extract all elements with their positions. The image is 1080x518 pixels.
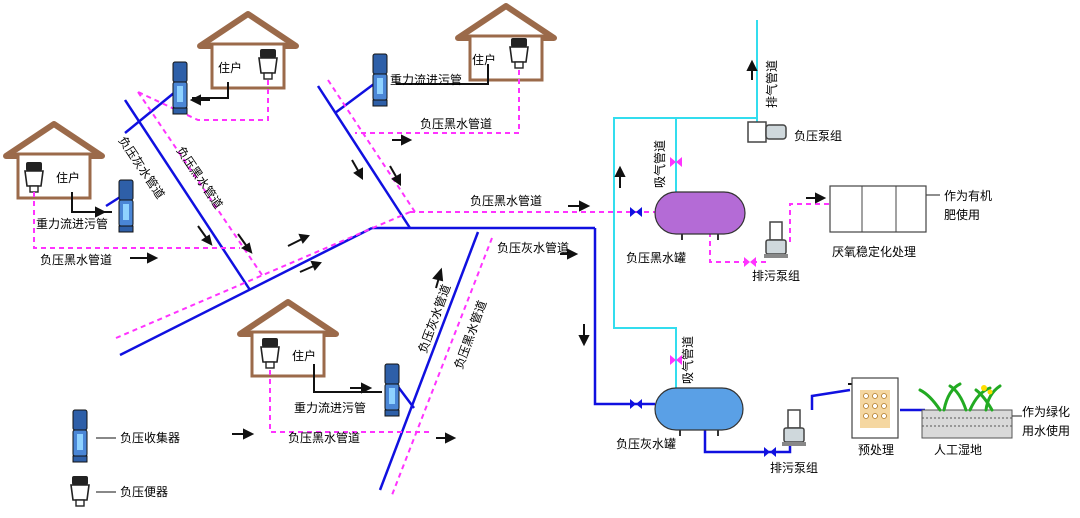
sewage-valve-icon [764,447,776,457]
label-wetland: 人工湿地 [934,442,982,457]
label-black-pipe: 负压黑水管道 [288,430,360,445]
label-anaerobic: 厌氧稳定化处理 [832,244,916,259]
house-label: 住户 [218,60,242,75]
legend-toilet-label: 负压便器 [120,485,168,499]
label-gray-pipe: 负压灰水管道 [497,240,569,255]
label-green-2: 用水使用 [1022,423,1070,438]
label-pretreat: 预处理 [858,443,894,457]
label-sewage-pump: 排污泵组 [752,269,800,283]
label-vacuum-pump: 负压泵组 [794,129,842,143]
black-water-tank [654,191,746,240]
legend: 负压收集器 负压便器 [70,409,180,507]
sewage-valve-icon [744,257,756,267]
house-label: 住户 [472,52,496,67]
label-black-pipe-rotated: 负压黑水管道 [451,298,490,371]
label-green-1: 作为绿化 [1022,404,1070,419]
pretreatment-unit [851,377,899,439]
house-left: 住户 [6,124,102,198]
label-gravity: 重力流进污管 [294,400,366,415]
gravity-links [71,64,489,393]
label-fertilizer-2: 肥使用 [944,207,980,222]
legend-collector-icon [72,409,88,463]
label-suction: 吸气管道 [652,140,667,188]
black-water-pipes [33,70,830,496]
gray-water-tank [654,387,744,436]
house-top-left: 住户 [200,14,296,88]
vacuum-collector-icon [118,179,134,233]
gray-tank-inlet-valve-icon [630,399,642,409]
vacuum-pump-icon [747,121,787,143]
label-exhaust: 排气管道 [764,60,779,108]
vacuum-collector-icon [372,53,388,107]
black-sewage-pump-icon [763,221,789,259]
vacuum-collector-icon [172,61,188,115]
black-tank-inlet-valve-icon [630,207,642,217]
house-label: 住户 [292,348,316,363]
house-bottom: 住户 [240,302,336,376]
label-black-pipe-rotated: 负压黑水管道 [174,143,227,211]
label-black-pipe: 负压黑水管道 [40,252,112,267]
label-sewage-pump: 排污泵组 [770,461,818,475]
constructed-wetland [918,382,1013,439]
legend-collector-label: 负压收集器 [120,430,180,445]
label-black-pipe: 负压黑水管道 [420,116,492,131]
anaerobic-tank [829,185,927,233]
label-gravity: 重力流进污管 [36,216,108,231]
gray-sewage-pump-icon [781,409,807,447]
vacuum-collector-icon [384,363,400,417]
flow-arrows [84,59,871,444]
label-suction: 吸气管道 [680,336,695,384]
plant-icon [918,382,1002,412]
label-gravity: 重力流进污管 [390,72,462,87]
label-black-pipe: 负压黑水管道 [470,193,542,208]
label-black-tank: 负压黑水罐 [626,251,686,265]
legend-toilet-icon [70,475,90,507]
label-fertilizer-1: 作为有机 [944,189,992,203]
house-label: 住户 [56,170,80,185]
label-gray-tank: 负压灰水罐 [616,437,676,451]
house-top-right: 住户 [458,6,554,80]
